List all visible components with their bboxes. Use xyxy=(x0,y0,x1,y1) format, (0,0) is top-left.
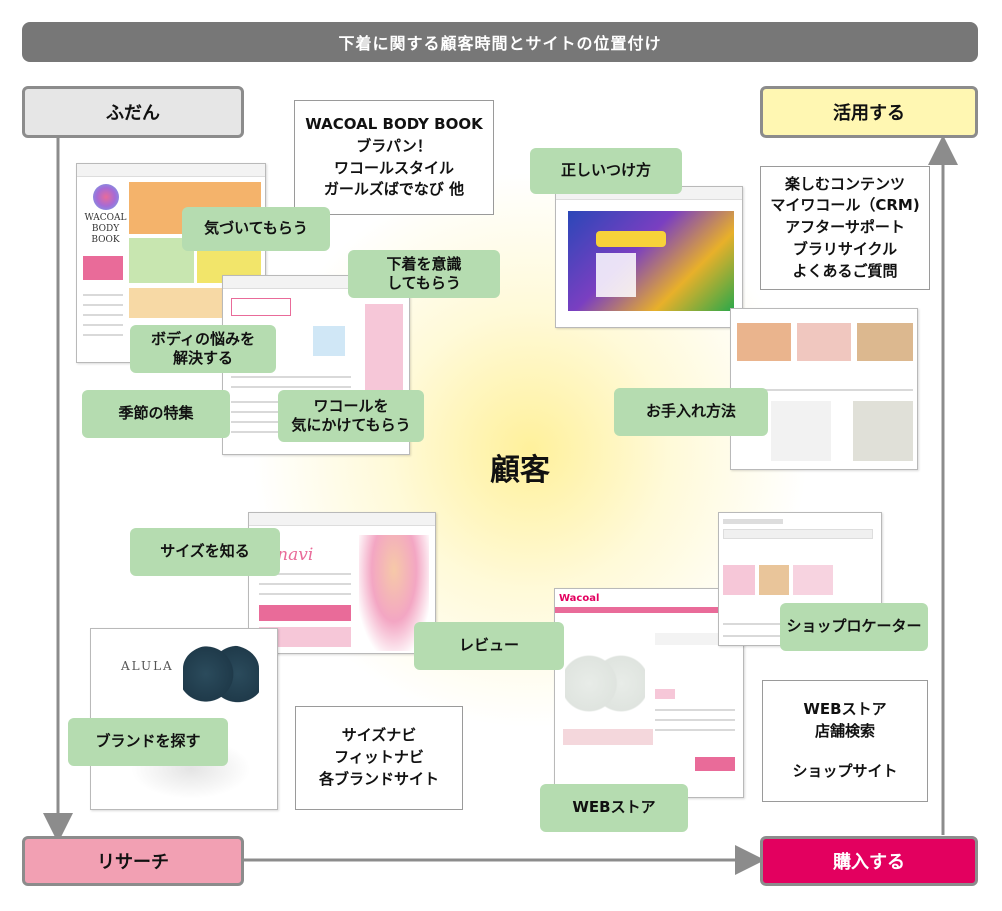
label-webstore: WEBストア xyxy=(540,784,688,832)
textbox-bottom-line: フィットナビ xyxy=(334,748,424,767)
screenshot-nav xyxy=(77,164,265,177)
label-ishiki: 下着を意識 してもらう xyxy=(348,250,500,298)
label-kizuite: 気づいてもらう xyxy=(182,207,330,251)
bodybook-banner xyxy=(83,256,123,280)
store-color-swatch xyxy=(655,689,675,699)
textbox-bottom-right-line: WEBストア xyxy=(803,700,887,719)
label-nayami-text: ボディの悩みを 解決する xyxy=(151,329,255,368)
fitnavi-start-button xyxy=(259,605,351,621)
stage-fudan-label: ふだん xyxy=(106,103,160,124)
alula-bra-image xyxy=(183,645,259,703)
label-kinikakete: ワコールを 気にかけてもらう xyxy=(278,390,424,442)
style-illustration xyxy=(313,326,345,356)
label-size: サイズを知る xyxy=(130,528,280,576)
care-photo-1 xyxy=(737,323,791,361)
label-shop: ショップロケーター xyxy=(780,603,928,651)
label-tadashii: 正しいつけ方 xyxy=(530,148,682,194)
bra-kitchen-title-badge xyxy=(596,231,666,247)
label-webstore-text: WEBストア xyxy=(572,798,656,817)
shop-search-bar xyxy=(723,529,873,539)
store-product-title xyxy=(655,633,735,645)
bra-kitchen-hero xyxy=(568,211,734,311)
bodybook-flower-icon xyxy=(92,184,119,210)
care-photo-2 xyxy=(797,323,851,361)
textbox-right-line: 楽しむコンテンツ xyxy=(784,174,905,193)
textbox-top: WACOAL BODY BOOK ブラパン！ ワコールスタイル ガールズばでなび… xyxy=(294,100,494,215)
screenshot-care xyxy=(730,308,918,470)
label-nayami: ボディの悩みを 解決する xyxy=(130,325,276,373)
textbox-bottom-right-line: ショップサイト xyxy=(792,761,898,780)
label-kisetsu-text: 季節の特集 xyxy=(118,404,194,423)
bodybook-logo: WACOAL BODY BOOK xyxy=(83,184,128,254)
stage-fudan: ふだん xyxy=(22,86,244,138)
style-logo xyxy=(231,298,291,316)
textbox-right-top: 楽しむコンテンツ マイワコール（CRM) アフターサポート ブラリサイクル よく… xyxy=(760,166,930,290)
label-size-text: サイズを知る xyxy=(160,542,250,561)
header-banner: 下着に関する顧客時間とサイトの位置付け xyxy=(22,22,978,62)
bodybook-title: WACOAL BODY BOOK xyxy=(84,213,127,245)
stage-kounyu-label: 購入する xyxy=(833,852,905,873)
stage-katsuyou: 活用する xyxy=(760,86,978,138)
shop-photo-1 xyxy=(723,565,755,595)
textbox-top-line: WACOAL BODY BOOK xyxy=(305,115,483,133)
textbox-right-line: よくあるご質問 xyxy=(792,261,898,280)
label-brand: ブランドを探す xyxy=(68,718,228,766)
label-oteire: お手入れ方法 xyxy=(614,388,768,436)
store-thumbnails xyxy=(563,729,653,745)
stage-katsuyou-label: 活用する xyxy=(833,103,905,124)
textbox-top-line: ワコールスタイル xyxy=(333,158,454,177)
shop-photo-3 xyxy=(793,565,833,595)
shop-title xyxy=(723,519,783,524)
care-photo-3 xyxy=(857,323,913,361)
label-review: レビュー xyxy=(414,622,564,670)
customer-center-label: 顧客 xyxy=(490,453,550,488)
textbox-bottom-center: サイズナビ フィットナビ 各ブランドサイト xyxy=(295,706,463,810)
textbox-right-line: アフターサポート xyxy=(785,218,905,237)
shop-photo-2 xyxy=(759,565,789,595)
store-navbar xyxy=(555,607,743,613)
screenshot-webstore: Wacoal xyxy=(554,588,744,798)
label-kinikakete-text: ワコールを 気にかけてもらう xyxy=(291,396,411,435)
label-tadashii-text: 正しいつけ方 xyxy=(560,161,651,180)
header-title: 下着に関する顧客時間とサイトの位置付け xyxy=(338,34,662,53)
stage-research-label: リサーチ xyxy=(97,852,169,873)
label-review-text: レビュー xyxy=(458,636,519,655)
textbox-bottom-right-line: 店舗検索 xyxy=(814,722,875,741)
textbox-top-line: ブラパン！ xyxy=(356,136,432,155)
screenshot-nav xyxy=(249,513,435,526)
stage-kounyu: 購入する xyxy=(760,836,978,886)
textbox-top-line: ガールズばでなび 他 xyxy=(323,180,465,199)
textbox-bottom-line: サイズナビ xyxy=(341,726,417,745)
style-sidebar xyxy=(365,304,403,394)
label-shop-text: ショップロケーター xyxy=(786,617,922,636)
textbox-bottom-line: 各ブランドサイト xyxy=(318,769,439,788)
care-photo-4 xyxy=(853,401,913,461)
label-brand-text: ブランドを探す xyxy=(95,732,201,751)
label-kizuite-text: 気づいてもらう xyxy=(204,219,308,238)
textbox-right-line: ブラリサイクル xyxy=(792,239,898,258)
textbox-right-line: マイワコール（CRM) xyxy=(770,196,920,215)
bra-kitchen-menu xyxy=(596,253,636,297)
label-oteire-text: お手入れ方法 xyxy=(645,402,736,421)
alula-logo: ALULA xyxy=(121,659,174,673)
stage-research: リサーチ xyxy=(22,836,244,886)
label-kisetsu: 季節の特集 xyxy=(82,390,230,438)
store-product-image xyxy=(565,645,645,715)
label-ishiki-text: 下着を意識 してもらう xyxy=(386,254,462,293)
screenshot-fitnavi: fitnavi xyxy=(248,512,436,654)
textbox-bottom-right: WEBストア 店舗検索 ショップサイト xyxy=(762,680,928,802)
store-logo: Wacoal xyxy=(559,593,600,604)
store-cart-button xyxy=(695,757,735,771)
screenshot-bra-kitchen xyxy=(555,186,743,328)
fitnavi-menu xyxy=(259,627,351,647)
care-steps xyxy=(771,401,831,461)
